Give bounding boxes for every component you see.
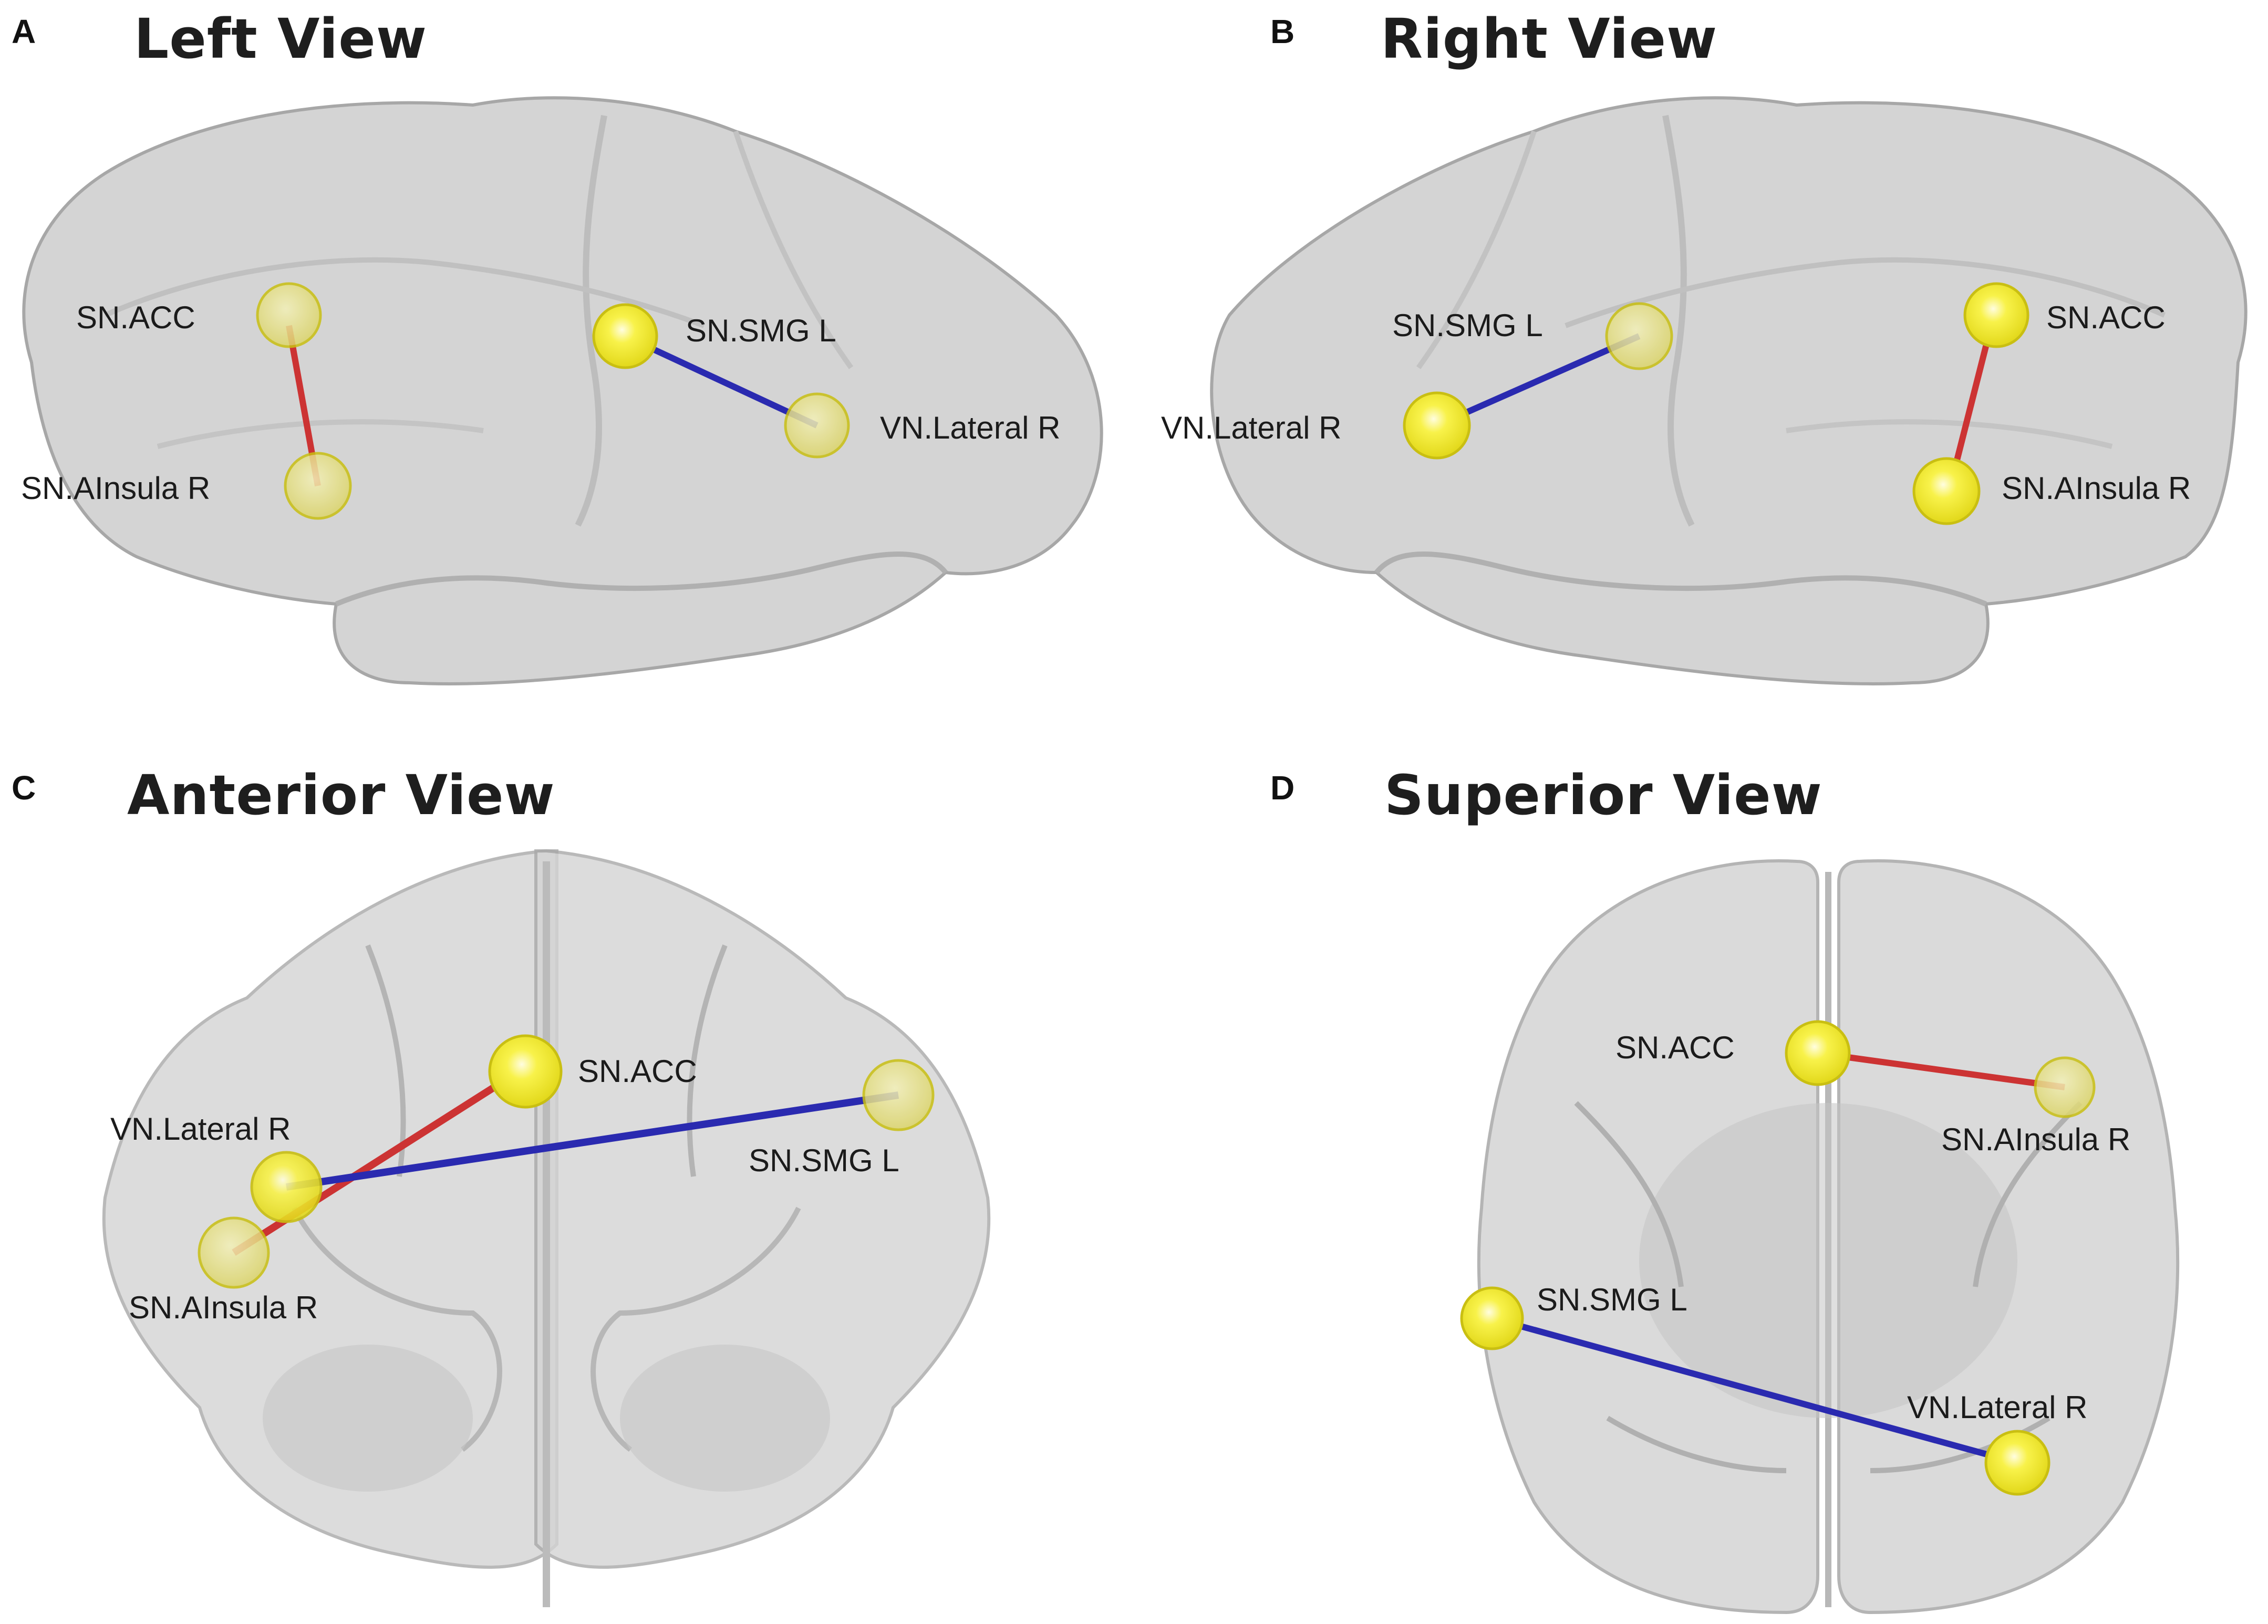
node-d-ainsula (2034, 1056, 2096, 1118)
brain-superior-view (1477, 859, 2180, 1615)
panel-letter-c: C (12, 769, 36, 807)
node-b-ainsula (1912, 457, 1981, 525)
panel-letter-b: B (1270, 13, 1295, 50)
edge-c-acc-ainsula (232, 1071, 517, 1256)
label-c-vnlateral: VN.Lateral R (110, 1111, 291, 1147)
label-c-ainsula: SN.AInsula R (129, 1290, 318, 1325)
panel-letter-a: A (12, 13, 36, 50)
node-d-acc (1785, 1020, 1851, 1086)
label-b-vnlateral: VN.Lateral R (1161, 410, 1341, 445)
node-a-smg (592, 303, 658, 369)
node-c-vnlateral (250, 1151, 323, 1223)
label-d-smg: SN.SMG L (1537, 1282, 1687, 1317)
brain-right-view (1210, 96, 2248, 685)
panel-title-anterior-view: Anterior View (127, 763, 555, 827)
node-b-vnlateral (1403, 391, 1471, 460)
label-d-vnlateral: VN.Lateral R (1907, 1390, 2087, 1425)
panel-letter-d: D (1270, 769, 1295, 807)
label-d-acc: SN.ACC (1615, 1030, 1735, 1065)
node-a-ainsula (284, 452, 352, 520)
edge-a-smg-vnlateral (624, 333, 819, 429)
label-c-smg: SN.SMG L (749, 1143, 899, 1178)
label-d-ainsula: SN.AInsula R (1941, 1122, 2130, 1157)
node-a-vnlateral (784, 392, 850, 459)
node-b-acc (1963, 282, 2029, 348)
panel-title-left-view: Left View (134, 7, 427, 71)
label-a-ainsula: SN.AInsula R (21, 471, 210, 506)
label-a-acc: SN.ACC (76, 300, 195, 335)
node-a-acc (256, 282, 322, 348)
edge-b-smg-vnlateral (1435, 333, 1641, 429)
node-d-smg (1460, 1286, 1524, 1350)
node-b-smg (1605, 302, 1673, 370)
label-a-smg: SN.SMG L (686, 313, 836, 348)
node-labels: SN.ACC SN.AInsula R SN.SMG L VN.Lateral … (21, 300, 2191, 1425)
label-b-ainsula: SN.AInsula R (2002, 471, 2191, 506)
label-a-vnlateral: VN.Lateral R (880, 410, 1060, 445)
node-c-smg (862, 1059, 935, 1131)
panel-title-right-view: Right View (1381, 7, 1718, 71)
label-b-acc: SN.ACC (2046, 300, 2166, 335)
brain-left-view (22, 96, 1103, 685)
nodes (198, 282, 2096, 1496)
node-c-acc (488, 1034, 563, 1109)
node-d-vnlateral (1984, 1430, 2050, 1496)
node-c-ainsula (198, 1216, 270, 1289)
label-b-smg: SN.SMG L (1392, 308, 1543, 343)
label-c-acc: SN.ACC (578, 1054, 697, 1089)
brain-anterior-view (102, 849, 991, 1607)
edge-d-acc-ainsula (1817, 1050, 2065, 1090)
edge-c-vnlateral-smg (285, 1091, 899, 1191)
edge-d-smg-vnlateral (1491, 1315, 2018, 1466)
panel-title-superior-view: Superior View (1384, 763, 1822, 827)
